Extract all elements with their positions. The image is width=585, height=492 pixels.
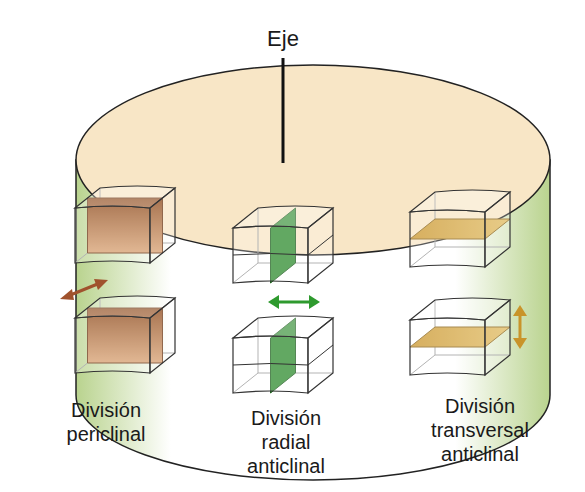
- division-label: División periclinal: [46, 398, 166, 446]
- division-label: División radial anticlinal: [226, 406, 346, 478]
- division-label: División transversal anticlinal: [415, 394, 545, 466]
- axis-label: Eje: [243, 26, 323, 52]
